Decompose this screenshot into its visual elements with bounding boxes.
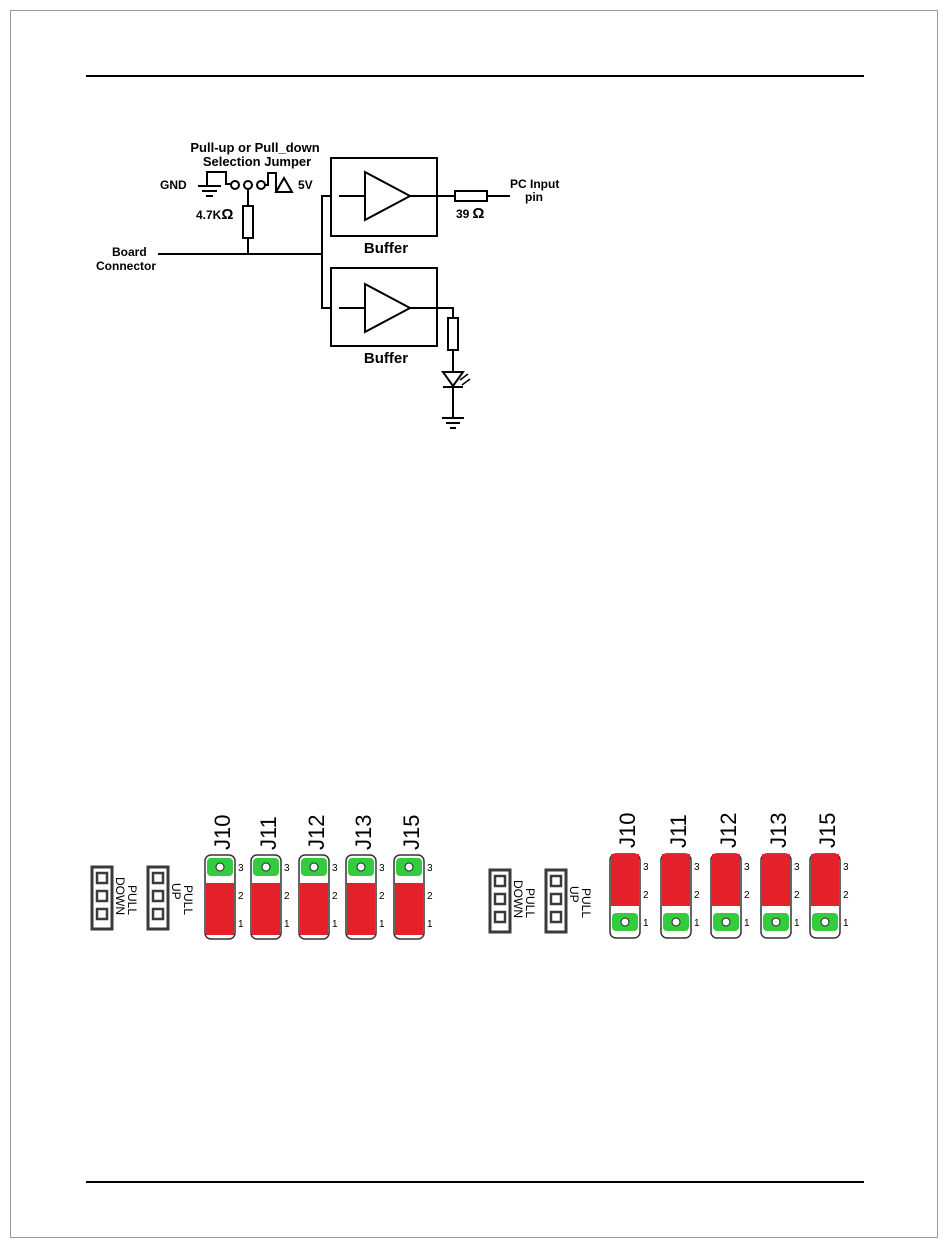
jumper-label: J13 [351, 815, 376, 850]
legend-up-label: UP [169, 883, 183, 900]
jumper-cap [712, 854, 740, 906]
jumper-cap [762, 854, 790, 906]
pin-number-1: 1 [332, 919, 338, 930]
jumper-label: J15 [399, 815, 424, 850]
jumper-j15: 3 2 1 J15 [394, 815, 433, 939]
pin-number-2: 2 [643, 890, 649, 901]
legend-pull-label-up: PULL [181, 885, 195, 915]
legend-pin-square [495, 912, 505, 922]
pin-number-3: 3 [427, 863, 433, 874]
jumper-cap [252, 883, 280, 935]
jumper-cap [662, 854, 690, 906]
pin-number-2: 2 [694, 890, 700, 901]
jumper-cap [395, 883, 423, 935]
legend-pin-square [153, 873, 163, 883]
pin-number-3: 3 [643, 862, 649, 873]
pin-number-2: 2 [284, 891, 290, 902]
pin-number-1: 1 [238, 919, 244, 930]
legend-pin-square [551, 876, 561, 886]
jumper-cap [347, 883, 375, 935]
pin-number-1: 1 [427, 919, 433, 930]
legend-pin-square [495, 894, 505, 904]
jumper-cap [811, 854, 839, 906]
free-pin-hole [672, 918, 680, 926]
pin-number-1: 1 [379, 919, 385, 930]
free-pin-hole [262, 863, 270, 871]
legend-pin-square [551, 894, 561, 904]
jumper-j13: 3 2 1 J13 [761, 813, 800, 938]
legend-up-label: UP [567, 886, 581, 903]
pin-number-2: 2 [379, 891, 385, 902]
legend-pin-square [97, 891, 107, 901]
legend-down-label: DOWN [113, 877, 127, 915]
jumper-label: J12 [304, 815, 329, 850]
pin-number-3: 3 [744, 862, 750, 873]
legend-pin-square [97, 873, 107, 883]
jumper-j12: 3 2 1 J12 [711, 813, 750, 938]
legend-pull-label-down: PULL [523, 888, 537, 918]
pin-number-2: 2 [744, 890, 750, 901]
jumper-label: J13 [766, 813, 791, 848]
jumper-j13: 3 2 1 J13 [346, 815, 385, 939]
pin-number-1: 1 [794, 918, 800, 929]
legend-pin-square [551, 912, 561, 922]
pin-number-3: 3 [379, 863, 385, 874]
legend-pin-square [153, 891, 163, 901]
jumper-label: J10 [210, 815, 235, 850]
pin-number-2: 2 [427, 891, 433, 902]
jumper-label: J15 [815, 813, 840, 848]
jumper-legend: DOWNPULLUPPULL [92, 867, 195, 929]
free-pin-hole [821, 918, 829, 926]
pin-number-2: 2 [843, 890, 849, 901]
legend-down-label: DOWN [511, 880, 525, 918]
pin-number-3: 3 [284, 863, 290, 874]
free-pin-hole [216, 863, 224, 871]
jumper-label: J11 [666, 814, 691, 848]
free-pin-hole [405, 863, 413, 871]
legend-pin-square [97, 909, 107, 919]
legend-pull-label-up: PULL [579, 888, 593, 918]
jumper-j10: 3 2 1 J10 [205, 815, 244, 939]
pin-number-3: 3 [694, 862, 700, 873]
jumper-label: J10 [615, 813, 640, 848]
legend-pin-square [495, 876, 505, 886]
free-pin-hole [310, 863, 318, 871]
jumper-j11: 3 2 1 J11 [251, 816, 290, 939]
free-pin-hole [357, 863, 365, 871]
jumper-j12: 3 2 1 J12 [299, 815, 338, 939]
pin-number-1: 1 [643, 918, 649, 929]
free-pin-hole [722, 918, 730, 926]
pin-number-1: 1 [744, 918, 750, 929]
jumper-j11: 3 2 1 J11 [661, 814, 700, 938]
jumper-cap [611, 854, 639, 906]
pin-number-1: 1 [284, 919, 290, 930]
legend-pin-square [153, 909, 163, 919]
jumper-cap [206, 883, 234, 935]
free-pin-hole [772, 918, 780, 926]
pin-number-2: 2 [794, 890, 800, 901]
pin-number-1: 1 [694, 918, 700, 929]
pin-number-2: 2 [238, 891, 244, 902]
jumper-cap [300, 883, 328, 935]
pin-number-3: 3 [238, 863, 244, 874]
pin-number-1: 1 [843, 918, 849, 929]
pin-number-3: 3 [794, 862, 800, 873]
pin-number-3: 3 [843, 862, 849, 873]
pin-number-3: 3 [332, 863, 338, 874]
jumper-j15: 3 2 1 J15 [810, 813, 849, 938]
jumper-label: J12 [716, 813, 741, 848]
pin-number-2: 2 [332, 891, 338, 902]
jumper-label: J11 [256, 816, 281, 850]
legend-pull-label-down: PULL [125, 885, 139, 915]
free-pin-hole [621, 918, 629, 926]
jumper-j10: 3 2 1 J10 [610, 813, 649, 938]
